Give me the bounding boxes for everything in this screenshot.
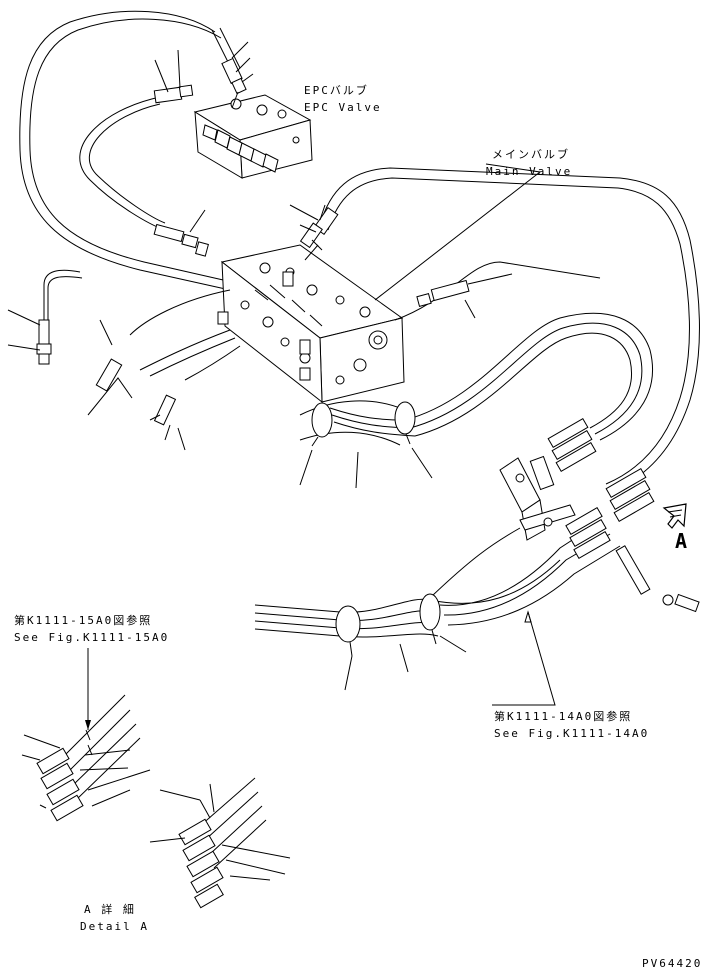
right-hose-bundle [329, 261, 654, 441]
lower-clamp [254, 521, 621, 657]
detail-a-left [21, 694, 151, 822]
detail-a-right [149, 777, 291, 909]
epc-solenoids [202, 124, 279, 173]
view-a-letter: A [675, 529, 688, 553]
drawing-code: PV64420 [642, 957, 703, 970]
upper-clamp [299, 400, 416, 447]
main-valve-top-hoses [299, 167, 700, 493]
epc-valve-label-jp: EPCバルブ [304, 84, 369, 97]
epc-valve [193, 27, 313, 179]
detail-a-title-jp: A 詳 細 [84, 903, 136, 916]
view-a-arrow [662, 503, 687, 529]
epc-valve-label-en: EPC Valve [304, 101, 382, 114]
epc-to-main-hose [79, 84, 194, 231]
left-hose-bundle [36, 269, 241, 426]
outer-pilot-hose [19, 10, 233, 291]
loose-fitting [153, 223, 209, 257]
ref-14a0-label-jp: 第K1111-14A0図参照 [494, 710, 633, 723]
main-valve-label-en: Main Valve [486, 165, 573, 178]
main-valve-label-jp: メインバルブ [492, 148, 570, 161]
bracket-assembly [499, 417, 700, 613]
ref-15a0-label-jp: 第K1111-15A0図参照 [14, 614, 153, 627]
leader-lines [7, 41, 556, 819]
ref-15a0-label-en: See Fig.K1111-15A0 [14, 631, 170, 644]
ref-14a0-label-en: See Fig.K1111-14A0 [494, 727, 650, 740]
main-valve [217, 244, 405, 404]
detail-a-title-en: Detail A [80, 920, 149, 933]
bracket-fittings [547, 417, 655, 560]
